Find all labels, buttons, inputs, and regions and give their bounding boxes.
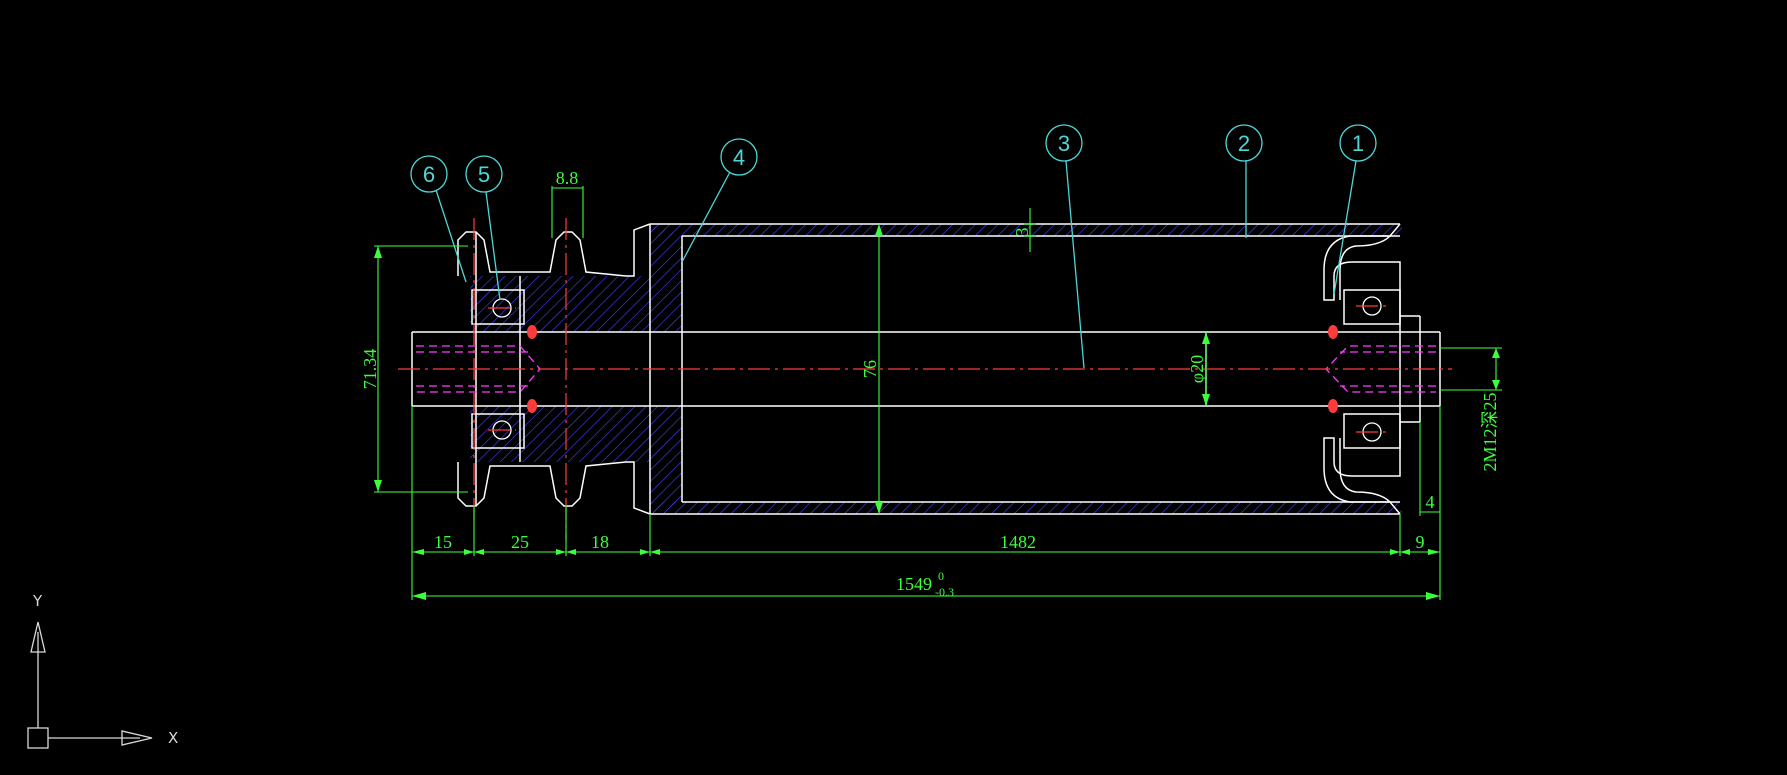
balloon-4-label: 4 xyxy=(733,145,745,170)
arrow-phi20-top xyxy=(1202,332,1210,344)
arrow-chain-2b xyxy=(566,549,576,555)
dimension-arrows xyxy=(374,224,1500,600)
balloon-4-leader xyxy=(681,171,731,263)
dim-label-76: 76 xyxy=(860,360,880,378)
sprocket-hub-hatch-bottom xyxy=(470,406,520,462)
ucs-x-arrow xyxy=(121,730,153,746)
tube-bottom-wall-hatch xyxy=(650,502,1402,514)
part-outlines xyxy=(411,223,1441,515)
sprocket-teeth-bottom xyxy=(457,461,651,515)
arrow-chain-right xyxy=(1428,549,1440,555)
circlip-left-top xyxy=(527,325,537,339)
section-hatching xyxy=(470,224,1402,514)
ucs-x-label: X xyxy=(168,729,178,747)
ucs-y-label: Y xyxy=(32,592,43,610)
balloon-labels: 6 5 4 3 2 1 xyxy=(423,131,1364,187)
end-cap-hatch-top xyxy=(520,224,682,332)
dim-label-phi20: φ20 xyxy=(1187,355,1207,383)
arrow-chain-1b xyxy=(474,549,484,555)
arrow-thread-top xyxy=(1492,348,1500,358)
dim-label-3: 3 xyxy=(1012,228,1032,237)
circlip-right-bottom xyxy=(1328,399,1338,413)
ucs-origin-box xyxy=(27,727,49,749)
bearing-housing-right-top xyxy=(1343,289,1401,325)
centerlines xyxy=(398,218,1452,540)
dim-label-thread: 2M12深25 xyxy=(1480,392,1500,471)
dim-label-18: 18 xyxy=(591,532,609,552)
balloon-3-label: 3 xyxy=(1058,131,1070,156)
balloon-6-circle xyxy=(410,155,448,193)
dim-label-overall: 1549 xyxy=(896,574,932,594)
dim-label-15: 15 xyxy=(434,532,452,552)
balloon-5-circle xyxy=(465,155,503,193)
dim-tol-lower: -0.3 xyxy=(935,585,954,599)
arrow-chain-2a xyxy=(556,549,566,555)
balloon-3-leader xyxy=(1065,160,1085,369)
balloon-6-leader xyxy=(435,189,467,283)
balloon-5-leader xyxy=(485,191,501,301)
dim-label-1482: 1482 xyxy=(1000,532,1036,552)
sprocket-teeth-top xyxy=(457,223,651,277)
ucs-icon xyxy=(27,621,153,749)
dim-label-71.34: 71.34 xyxy=(360,349,380,390)
balloon-4-circle xyxy=(720,138,758,176)
dim-label-9: 9 xyxy=(1416,532,1425,552)
right-end-cap-inner xyxy=(1339,235,1391,503)
dim-label-8.8: 8.8 xyxy=(556,168,579,188)
balloon-2-circle xyxy=(1225,124,1263,162)
dim-tol-upper: 0 xyxy=(938,569,944,583)
dim-label-4: 4 xyxy=(1426,492,1435,512)
retainer-clips xyxy=(527,325,1338,413)
bearing-housing-right-bottom xyxy=(1343,413,1401,449)
arrow-76-bottom xyxy=(875,502,883,514)
arrow-chain-3a xyxy=(640,549,650,555)
balloon-2-label: 2 xyxy=(1238,131,1250,156)
dim-label-25: 25 xyxy=(511,532,529,552)
arrow-chain-4a xyxy=(1390,549,1400,555)
dimension-labels: 8.8 3 71.34 76 φ20 2M12深25 4 15 25 18 14… xyxy=(360,168,1500,599)
balloon-1-circle xyxy=(1339,124,1377,162)
part-balloons xyxy=(410,124,1377,369)
arrow-overall-left xyxy=(412,592,426,600)
bearing-housing-left-bottom xyxy=(471,413,525,449)
arrow-chain-left xyxy=(412,549,424,555)
arrow-thread-bottom xyxy=(1492,380,1500,390)
balloon-5-label: 5 xyxy=(478,162,490,187)
arrow-71.34-top xyxy=(374,246,382,258)
circlip-right-top xyxy=(1328,325,1338,339)
arrow-chain-3b xyxy=(650,549,660,555)
balloon-6-label: 6 xyxy=(423,162,435,187)
arrow-phi20-bottom xyxy=(1202,394,1210,406)
balloon-1-label: 1 xyxy=(1352,131,1364,156)
dimension-lines xyxy=(374,186,1502,600)
balloon-3-circle xyxy=(1045,124,1083,162)
arrow-chain-4b xyxy=(1400,549,1410,555)
balloon-1-leader xyxy=(1333,160,1357,295)
circlip-left-bottom xyxy=(527,399,537,413)
bearing-housing-left-top xyxy=(471,289,525,325)
ucs-y-arrow xyxy=(30,621,46,653)
arrow-overall-right xyxy=(1426,592,1440,600)
arrow-71.34-bottom xyxy=(374,480,382,492)
arrow-76-top xyxy=(875,224,883,236)
sprocket-hub-hatch-top xyxy=(470,276,520,332)
arrow-chain-1a xyxy=(464,549,474,555)
tube-top-wall-hatch xyxy=(650,224,1402,236)
end-cap-hatch-bottom xyxy=(520,406,682,514)
